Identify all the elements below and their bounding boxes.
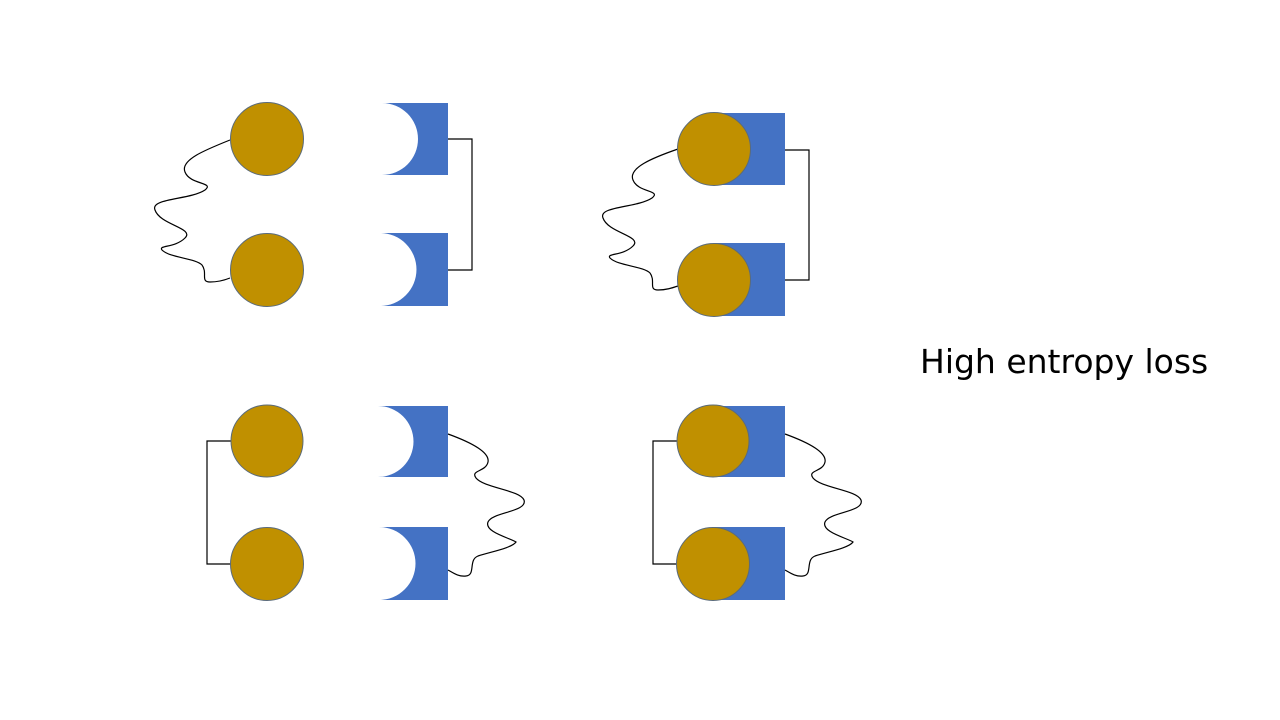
ligand-circle <box>230 527 304 601</box>
flexible-linker-receptors <box>447 433 525 577</box>
flexible-linker-receptors <box>784 433 862 577</box>
ligand-circle <box>230 102 304 176</box>
panel-top-left <box>154 102 473 307</box>
rigid-linker-ligands <box>652 440 677 565</box>
ligand-circle <box>676 527 750 601</box>
ligand-circle <box>230 404 304 478</box>
rigid-linker-receptors <box>448 138 473 271</box>
ligand-circle <box>230 233 304 307</box>
panel-bottom-right <box>652 404 862 601</box>
receptor-shape <box>378 406 448 477</box>
receptor-shape <box>379 527 448 600</box>
panel-bottom-left <box>206 404 525 601</box>
caption-text: High entropy loss <box>920 342 1209 381</box>
receptor-shape <box>380 233 448 306</box>
rigid-linker-receptors <box>785 149 810 281</box>
ligand-circle <box>677 112 751 186</box>
rigid-linker-ligands <box>206 440 231 565</box>
panel-top-right <box>602 112 810 317</box>
receptor-shape <box>382 103 448 175</box>
ligand-circle <box>677 243 751 317</box>
ligand-circle <box>676 404 750 478</box>
flexible-linker-ligands <box>154 139 231 283</box>
flexible-linker-ligands <box>602 148 679 291</box>
